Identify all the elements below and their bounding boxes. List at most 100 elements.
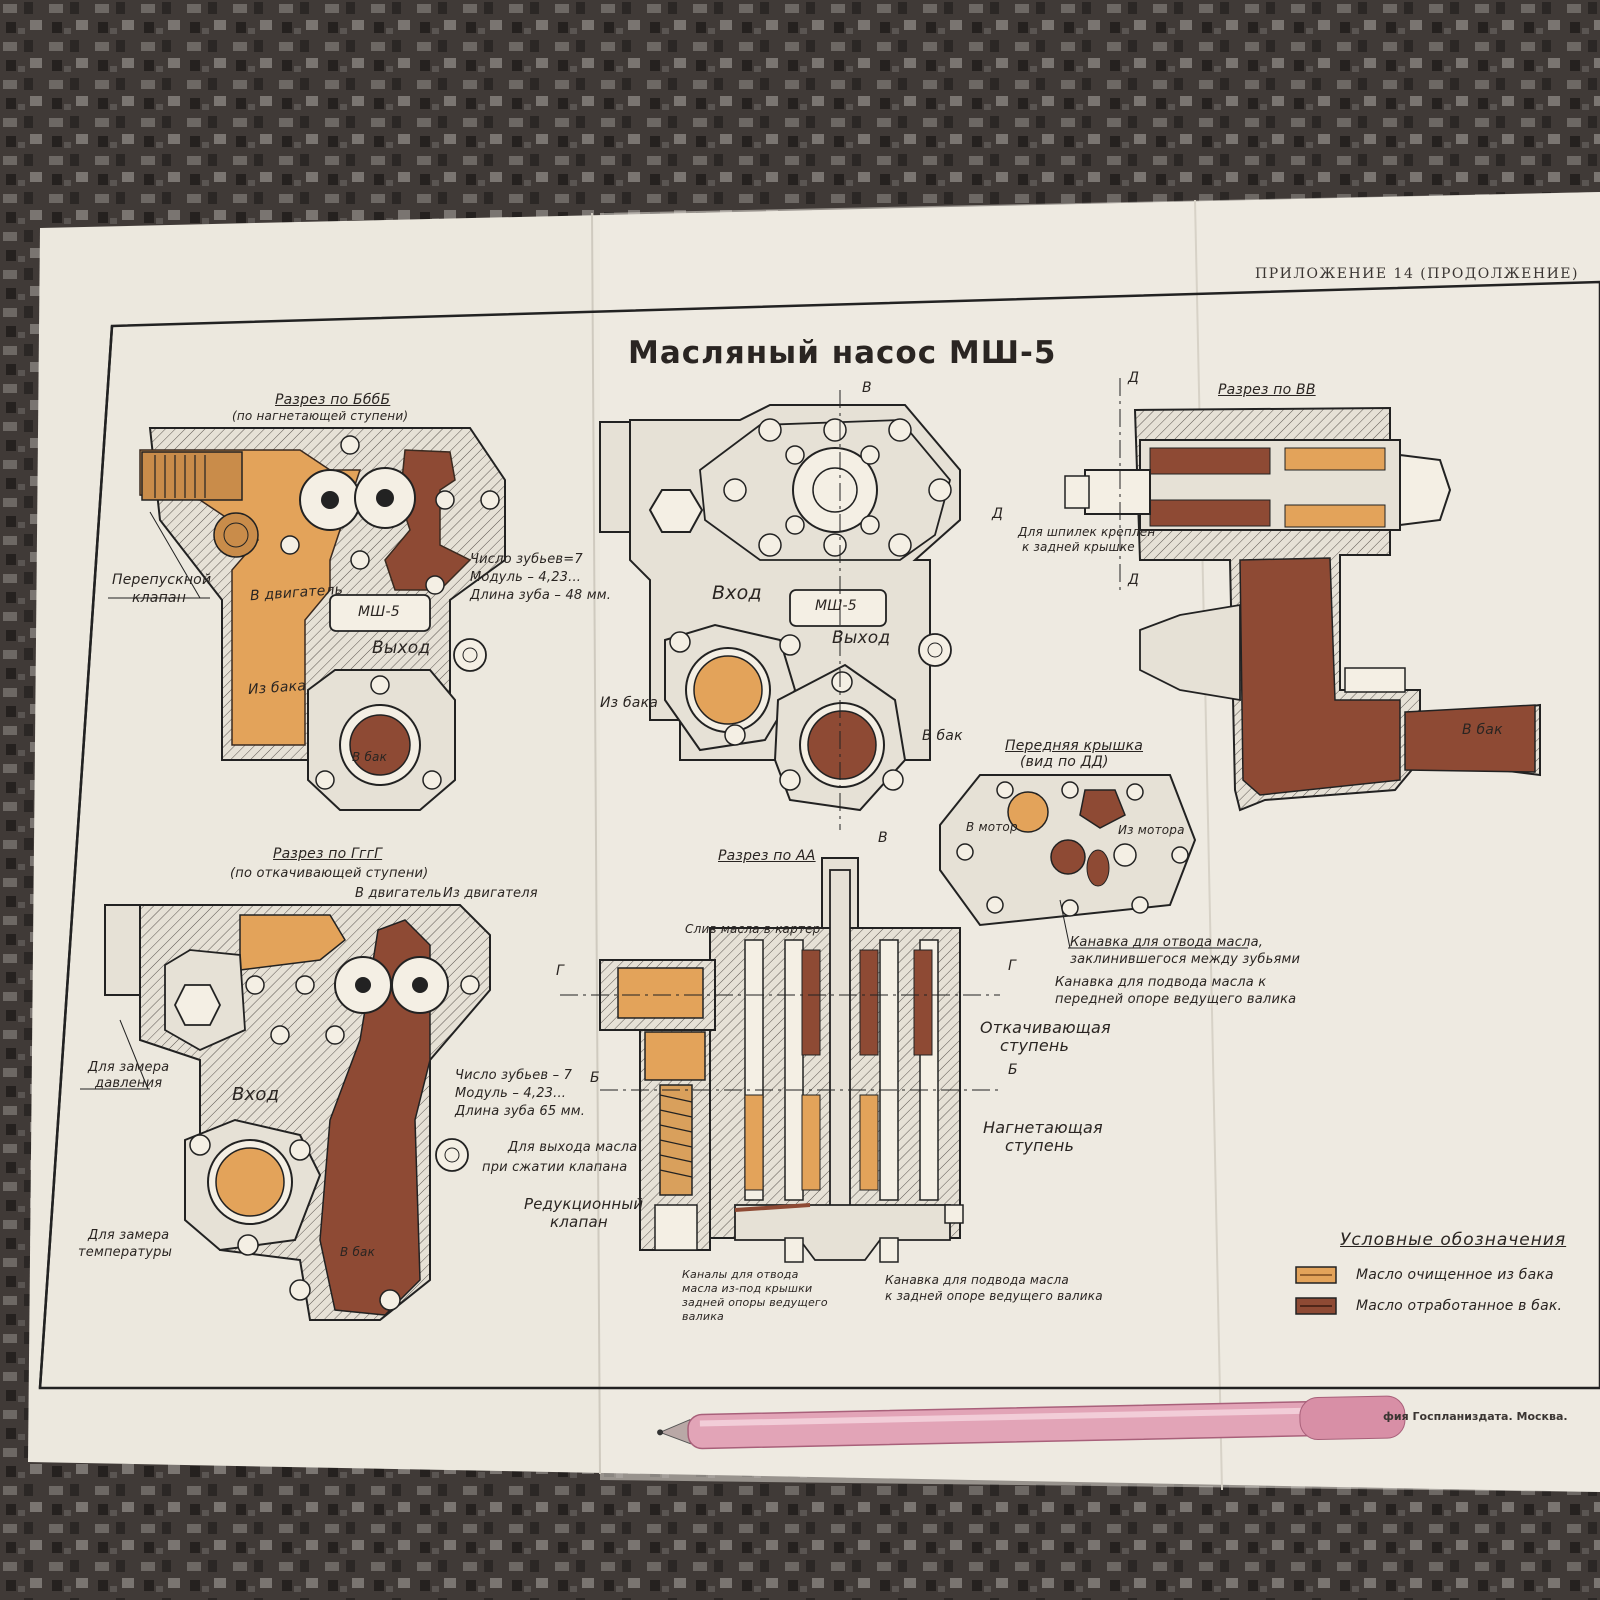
aa-release-label-2: при сжатии клапана bbox=[482, 1160, 628, 1175]
aa-release-label: Для выхода масла bbox=[508, 1140, 638, 1155]
aa-channels-label-3: задней опоры ведущего bbox=[682, 1296, 828, 1309]
aa-pumping-stage-label: Откачивающая bbox=[980, 1018, 1111, 1037]
aa-mark-g-left: Г bbox=[556, 963, 564, 979]
front-mark-b-bottom: В bbox=[878, 830, 888, 846]
legend-title: Условные обозначения bbox=[1340, 1230, 1567, 1250]
clean-oil-region bbox=[801, 1094, 821, 1191]
front-nameplate-label: МШ-5 bbox=[815, 598, 857, 614]
bb-outlet-label: Выход bbox=[372, 638, 431, 658]
vv-studs-label: Для шпилек креплен bbox=[1018, 525, 1156, 539]
aa-channels-label-4: валика bbox=[682, 1310, 724, 1323]
bypass-valve-label: Перепускной bbox=[112, 572, 212, 588]
aa-pressure-stage-label: Нагнетающая bbox=[983, 1118, 1103, 1137]
fold-line bbox=[591, 212, 601, 1475]
cover-from-engine-label: Из мотора bbox=[1118, 823, 1185, 837]
section-gg-drawing bbox=[80, 904, 491, 1321]
aa-reducing-valve-label: Редукционный bbox=[524, 1195, 644, 1213]
front-inlet-label: Вход bbox=[712, 582, 762, 604]
front-mark-b-top: В bbox=[862, 380, 872, 396]
section-vv-drawing bbox=[1064, 378, 1541, 812]
used-oil-port bbox=[1050, 839, 1086, 875]
gg-tooth-length: Длина зуба 65 мм. bbox=[455, 1104, 586, 1119]
clean-oil-port bbox=[1007, 791, 1049, 833]
gg-to-engine-label: В двигатель bbox=[355, 886, 442, 901]
used-oil-outlet bbox=[807, 710, 877, 780]
gg-to-tank-label: В бак bbox=[340, 1245, 376, 1259]
gg-inlet-label: Вход bbox=[232, 1084, 280, 1105]
section-vv-title: Разрез по ВВ bbox=[1218, 382, 1316, 398]
clean-oil-inlet bbox=[693, 655, 763, 725]
used-oil-region bbox=[319, 919, 431, 1316]
front-cover-drawing bbox=[939, 774, 1248, 949]
used-oil-region bbox=[859, 949, 879, 1056]
legend-used-oil-label: Масло отработанное в бак. bbox=[1356, 1298, 1563, 1314]
gg-pressure-label: Для замера bbox=[88, 1060, 170, 1075]
bb-module: Модуль – 4,23... bbox=[470, 570, 582, 585]
cover-groove2-label-2: передней опоре ведущего валика bbox=[1055, 992, 1297, 1007]
aa-channels-label: Каналы для отвода bbox=[682, 1268, 799, 1281]
clean-oil-region bbox=[744, 1094, 764, 1191]
vv-studs-label-2: к задней крышке bbox=[1022, 540, 1135, 554]
gg-pressure-label-2: давления bbox=[95, 1076, 163, 1091]
vv-mark-d-top: Д bbox=[1128, 370, 1140, 386]
gg-teeth-count: Число зубьев – 7 bbox=[455, 1068, 573, 1083]
nameplate bbox=[789, 589, 887, 627]
aa-groove-label: Канавка для подвода масла bbox=[885, 1273, 1069, 1287]
pen bbox=[657, 1395, 1406, 1450]
publisher-imprint: фия Госпланиздата. Москва. bbox=[1383, 1410, 1568, 1423]
gg-from-engine-label: Из двигателя bbox=[443, 886, 538, 901]
aa-mark-b-left: Б bbox=[590, 1070, 600, 1086]
used-oil-region bbox=[1239, 557, 1401, 796]
aa-groove-label-2: к задней опоре ведущего валика bbox=[885, 1289, 1103, 1303]
bypass-valve-label-2: клапан bbox=[132, 590, 187, 606]
used-oil-port bbox=[1079, 789, 1126, 829]
front-view-drawing bbox=[599, 390, 961, 830]
cover-title: Передняя крышка bbox=[1005, 738, 1144, 754]
used-oil-region bbox=[801, 949, 821, 1056]
gg-temp-label: Для замера bbox=[88, 1228, 170, 1243]
vv-mark-d-bottom: Д bbox=[1128, 572, 1140, 588]
used-oil-region bbox=[1404, 704, 1536, 773]
gg-temp-label-2: температуры bbox=[78, 1245, 173, 1260]
bb-tooth-length: Длина зуба – 48 мм. bbox=[470, 588, 612, 603]
used-oil-outlet bbox=[349, 714, 411, 776]
section-bb-title: Разрез по БббБ bbox=[275, 392, 391, 408]
cover-groove1-label: Канавка для отвода масла, bbox=[1070, 935, 1264, 950]
aa-mark-g-right: Г bbox=[1008, 958, 1016, 974]
clean-oil-inlet bbox=[215, 1147, 285, 1217]
sheet-header: ПРИЛОЖЕНИЕ 14 (ПРОДОЛЖЕНИЕ) bbox=[1255, 266, 1579, 282]
cover-to-engine-label: В мотор bbox=[966, 820, 1018, 834]
aa-pumping-stage-label-2: ступень bbox=[1000, 1036, 1070, 1055]
clean-oil-region bbox=[1284, 504, 1386, 528]
front-from-tank-label: Из бака bbox=[600, 695, 659, 711]
vv-to-tank-label: В бак bbox=[1462, 722, 1503, 738]
bb-teeth-count: Число зубьев=7 bbox=[470, 552, 583, 567]
cover-subtitle: (вид по ДД) bbox=[1020, 754, 1109, 770]
cover-groove2-label: Канавка для подвода масла к bbox=[1055, 975, 1267, 990]
used-oil-region bbox=[1149, 499, 1271, 527]
gg-module: Модуль – 4,23... bbox=[455, 1086, 567, 1101]
section-gg-subtitle: (по откачивающей ступени) bbox=[230, 866, 429, 881]
nameplate bbox=[329, 594, 431, 632]
section-bb-drawing bbox=[108, 427, 506, 811]
section-gg-title: Разрез по ГггГ bbox=[273, 846, 383, 862]
section-aa-title: Разрез по АА bbox=[718, 848, 816, 864]
clean-oil-region bbox=[617, 967, 704, 1019]
legend-swatches bbox=[1295, 1266, 1337, 1315]
section-aa-drawing bbox=[560, 857, 1000, 1263]
used-oil-region bbox=[913, 949, 933, 1056]
aa-reducing-valve-label-2: клапан bbox=[550, 1213, 608, 1231]
aa-channels-label-2: масла из-под крышки bbox=[682, 1282, 813, 1295]
bb-to-tank-label: В бак bbox=[352, 750, 388, 764]
section-bb-subtitle: (по нагнетающей ступени) bbox=[232, 409, 409, 423]
clean-oil-region bbox=[139, 449, 362, 746]
front-to-tank-label: В бак bbox=[922, 728, 963, 744]
clean-oil-region bbox=[644, 1031, 706, 1081]
aa-mark-b-right: Б bbox=[1008, 1062, 1018, 1078]
front-outlet-label: Выход bbox=[832, 628, 891, 648]
cover-groove1-label-2: заклинившегося между зубьями bbox=[1070, 952, 1301, 967]
clean-oil-region bbox=[859, 1094, 879, 1191]
page-title: Масляный насос МШ-5 bbox=[628, 335, 1057, 371]
aa-pressure-stage-label-2: ступень bbox=[1005, 1136, 1075, 1155]
